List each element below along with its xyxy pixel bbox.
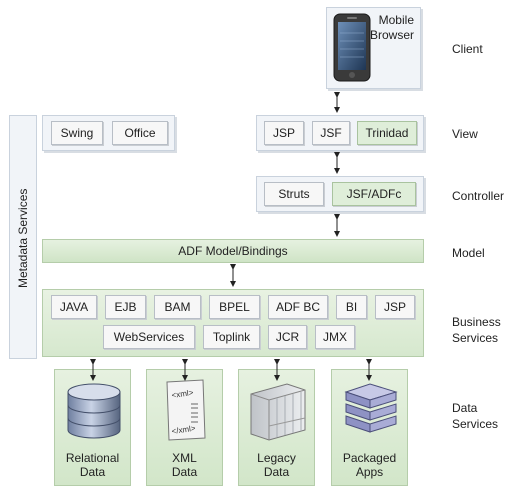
tier-label-business-services: Business Services [452, 315, 501, 345]
database-icon [67, 383, 121, 439]
bpel-button[interactable]: BPEL [209, 295, 260, 319]
tier-label-controller: Controller [452, 189, 505, 203]
xml-data-label: XML Data [171, 451, 198, 479]
tier-label-client: Client [452, 42, 483, 56]
tier-label-model: Model [452, 246, 485, 260]
packaged-apps-icon [344, 383, 398, 433]
jsp-business-button[interactable]: JSP [375, 295, 415, 319]
relational-data-box: Relational Data [54, 369, 131, 486]
ejb-button[interactable]: EJB [105, 295, 146, 319]
swing-button[interactable]: Swing [51, 121, 103, 145]
jsf-adfc-button[interactable]: JSF/ADFc [332, 182, 416, 206]
legacy-data-box: Legacy Data [238, 369, 315, 486]
jmx-button[interactable]: JMX [315, 325, 355, 349]
jcr-button[interactable]: JCR [268, 325, 307, 349]
packaged-apps-box: Packaged Apps [331, 369, 408, 486]
java-button[interactable]: JAVA [51, 295, 97, 319]
client-panel: Mobile Browser [326, 7, 421, 89]
legacy-server-icon [250, 383, 306, 441]
toplink-button[interactable]: Toplink [203, 325, 260, 349]
office-button[interactable]: Office [112, 121, 168, 145]
xml-data-box: <xml> </xml> XML Data [146, 369, 223, 486]
tier-label-view: View [452, 127, 478, 141]
svg-text:<xml>: <xml> [171, 388, 194, 400]
adf-bc-button[interactable]: ADF BC [268, 295, 328, 319]
mobile-phone-icon [333, 13, 371, 82]
client-device-label: Mobile Browser [369, 13, 414, 42]
adf-model-bindings-band: ADF Model/Bindings [42, 239, 424, 263]
bam-button[interactable]: BAM [154, 295, 201, 319]
bi-button[interactable]: BI [336, 295, 367, 319]
struts-button[interactable]: Struts [264, 182, 324, 206]
jsp-view-button[interactable]: JSP [264, 121, 304, 145]
metadata-services-bar: Metadata Services [9, 115, 37, 359]
legacy-data-label: Legacy Data [257, 451, 296, 479]
svg-text:</xml>: </xml> [171, 424, 196, 436]
webservices-button[interactable]: WebServices [103, 325, 195, 349]
trinidad-button[interactable]: Trinidad [357, 121, 417, 145]
packaged-apps-label: Packaged Apps [342, 451, 397, 479]
tier-label-data-services: Data Services [452, 401, 499, 431]
xml-document-icon: <xml> </xml> [166, 379, 206, 441]
metadata-services-label: Metadata Services [16, 188, 30, 288]
jsf-view-button[interactable]: JSF [312, 121, 350, 145]
relational-data-label: Relational Data [65, 451, 120, 479]
